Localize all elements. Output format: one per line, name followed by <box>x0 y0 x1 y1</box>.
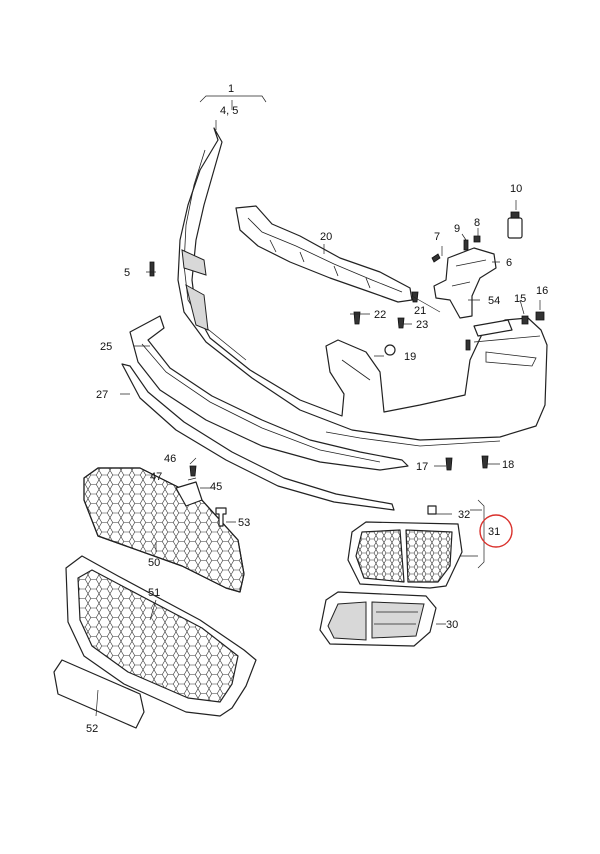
lower-trim-strip <box>121 363 395 511</box>
callout-23: 23 <box>416 319 428 331</box>
side-bracket <box>433 247 497 319</box>
highlighted-callout-31: 31 <box>479 514 513 548</box>
bumper-cover <box>177 127 548 447</box>
callout-1: 1 <box>228 83 234 95</box>
side-grille-insert <box>347 521 463 589</box>
leader-lines <box>95 95 541 717</box>
reflector-trim <box>473 319 513 337</box>
callout-52: 52 <box>86 723 98 735</box>
license-plate-bracket <box>53 659 145 729</box>
spoiler <box>129 315 409 471</box>
callout-22: 22 <box>374 309 386 321</box>
callout-4-5: 4, 5 <box>220 105 238 117</box>
callout-27: 27 <box>96 389 108 401</box>
bottle-part <box>507 211 523 239</box>
callout-32: 32 <box>458 509 470 521</box>
callout-19: 19 <box>404 351 416 363</box>
callout-6: 6 <box>506 257 512 269</box>
callout-20: 20 <box>320 231 332 243</box>
fog-light-frame <box>319 591 437 647</box>
callout-17: 17 <box>416 461 428 473</box>
callout-46: 46 <box>164 453 176 465</box>
callout-labels: 1 4, 5 5 6 7 8 9 10 15 16 17 18 19 20 21… <box>86 83 548 735</box>
callout-30: 30 <box>446 619 458 631</box>
callout-51: 51 <box>148 587 160 599</box>
callout-47: 47 <box>150 471 162 483</box>
callout-16: 16 <box>536 285 548 297</box>
callout-54: 54 <box>488 295 500 307</box>
callout-53: 53 <box>238 517 250 529</box>
callout-9: 9 <box>454 223 460 235</box>
callout-21: 21 <box>414 305 426 317</box>
callout-45: 45 <box>210 481 222 493</box>
highlight-circle <box>479 514 513 548</box>
callout-10: 10 <box>510 183 522 195</box>
callout-7: 7 <box>434 231 440 243</box>
callout-8: 8 <box>474 217 480 229</box>
callout-5: 5 <box>124 267 130 279</box>
upper-grille <box>83 467 245 593</box>
callout-25: 25 <box>100 341 112 353</box>
callout-50: 50 <box>148 557 160 569</box>
main-grille <box>65 555 257 717</box>
callout-31: 31 <box>488 526 500 538</box>
callout-18: 18 <box>502 459 514 471</box>
callout-15: 15 <box>514 293 526 305</box>
